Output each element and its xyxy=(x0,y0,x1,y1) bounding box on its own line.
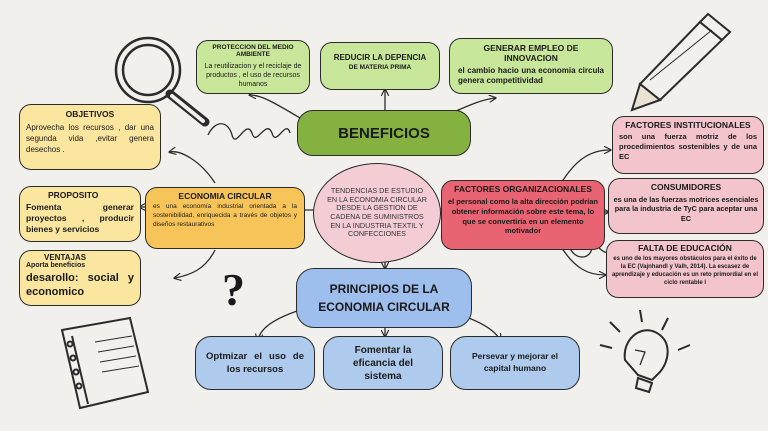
ventajas-title: VENTAJAS xyxy=(44,253,87,262)
consumidores-box: CONSUMIDORES es una de las fuerzas motri… xyxy=(608,178,764,234)
principios-title: PRINCIPIOS DE LA ECONOMIA CIRCULAR xyxy=(318,282,450,314)
objetivos-title: OBJETIVOS xyxy=(65,109,115,119)
beneficio-text: el cambio hacio una economia circula gen… xyxy=(458,66,604,86)
magnifier-icon xyxy=(114,36,210,127)
factores-organizacionales-title: FACTORES ORGANIZACIONALES xyxy=(454,184,592,194)
beneficio-title: PROTECCION DEL MEDIO AMBIENTE xyxy=(212,44,294,58)
principio-text: Persevar y mejorar el capital humano xyxy=(471,351,558,373)
factores-institucionales-box: FACTORES INSTITUCIONALES son una fuerza … xyxy=(612,116,764,174)
proposito-box: PROPOSITO Fomenta generar proyectos , pr… xyxy=(19,186,141,242)
beneficios-header: BENEFICIOS xyxy=(297,110,471,156)
falta-educacion-title: FALTA DE EDUCACIÓN xyxy=(638,243,732,253)
central-topic: TENDENCIAS DE ESTUDIO EN LA ECONOMIA CIR… xyxy=(313,163,441,263)
principio-text: Fomentar la eficancia del sistema xyxy=(352,344,414,382)
principio-item-persevar: Persevar y mejorar el capital humano xyxy=(450,336,580,390)
svg-text:?: ? xyxy=(222,264,245,315)
objetivos-box: OBJETIVOS Aprovecha los recursos , dar u… xyxy=(19,104,161,170)
factores-organizacionales-text: el personal como la alta dirección podrí… xyxy=(447,197,599,236)
economia-circular-text: es una economía industrial orientada a l… xyxy=(153,203,297,228)
lightbulb-icon xyxy=(599,309,691,394)
beneficio-title: REDUCIR LA DEPENCIA xyxy=(333,53,427,62)
ventajas-sub: Aporta beneficios xyxy=(26,262,86,269)
consumidores-text: es una de las fuerzas motrices esenciale… xyxy=(613,195,759,223)
economia-circular-title: ECONOMIA CIRCULAR xyxy=(178,191,272,201)
beneficio-text: La reutilizacion y el reciclaje de produ… xyxy=(204,63,302,89)
question-mark-icon: ? xyxy=(222,264,245,315)
principio-item-fomentar: Fomentar la eficancia del sistema xyxy=(323,336,443,390)
beneficio-item-reducir: REDUCIR LA DEPENCIA DE MATERIA PRIMA xyxy=(320,42,440,90)
beneficio-text: DE MATERIA PRIMA xyxy=(348,64,412,71)
ventajas-text: desarollo: social y economico xyxy=(26,272,134,299)
falta-educacion-text: es uno de los mayores obstáculos para el… xyxy=(611,256,759,287)
economia-circular-box: ECONOMIA CIRCULAR es una economía indust… xyxy=(145,187,305,249)
pencil-icon xyxy=(630,12,732,112)
beneficio-item-empleo: GENERAR EMPLEO DE INNOVACION el cambio h… xyxy=(449,38,613,94)
objetivos-text: Aprovecha los recursos , dar una segunda… xyxy=(26,123,154,154)
proposito-text: Fomenta generar proyectos , producir bie… xyxy=(26,202,134,235)
beneficio-item-proteccion: PROTECCION DEL MEDIO AMBIENTE La reutili… xyxy=(196,40,310,94)
principio-text: Optmizar el uso de los recursos xyxy=(206,350,304,375)
falta-educacion-box: FALTA DE EDUCACIÓN es uno de los mayores… xyxy=(606,240,764,298)
central-topic-text: TENDENCIAS DE ESTUDIO EN LA ECONOMIA CIR… xyxy=(327,186,427,239)
beneficios-title: BENEFICIOS xyxy=(338,124,430,142)
principios-header: PRINCIPIOS DE LA ECONOMIA CIRCULAR xyxy=(296,268,472,328)
beneficio-title: GENERAR EMPLEO DE INNOVACION xyxy=(483,43,579,63)
principio-item-optimizar: Optmizar el uso de los recursos xyxy=(195,336,315,390)
notebook-icon xyxy=(60,316,150,410)
factores-organizacionales-box: FACTORES ORGANIZACIONALES el personal co… xyxy=(441,180,605,250)
factores-institucionales-text: son una fuerza motriz de los procedimien… xyxy=(619,132,757,161)
ventajas-box: VENTAJAS Aporta beneficios desarollo: so… xyxy=(19,250,141,306)
factores-institucionales-title: FACTORES INSTITUCIONALES xyxy=(625,120,751,130)
consumidores-title: CONSUMIDORES xyxy=(650,182,722,192)
proposito-title: PROPOSITO xyxy=(48,190,99,200)
